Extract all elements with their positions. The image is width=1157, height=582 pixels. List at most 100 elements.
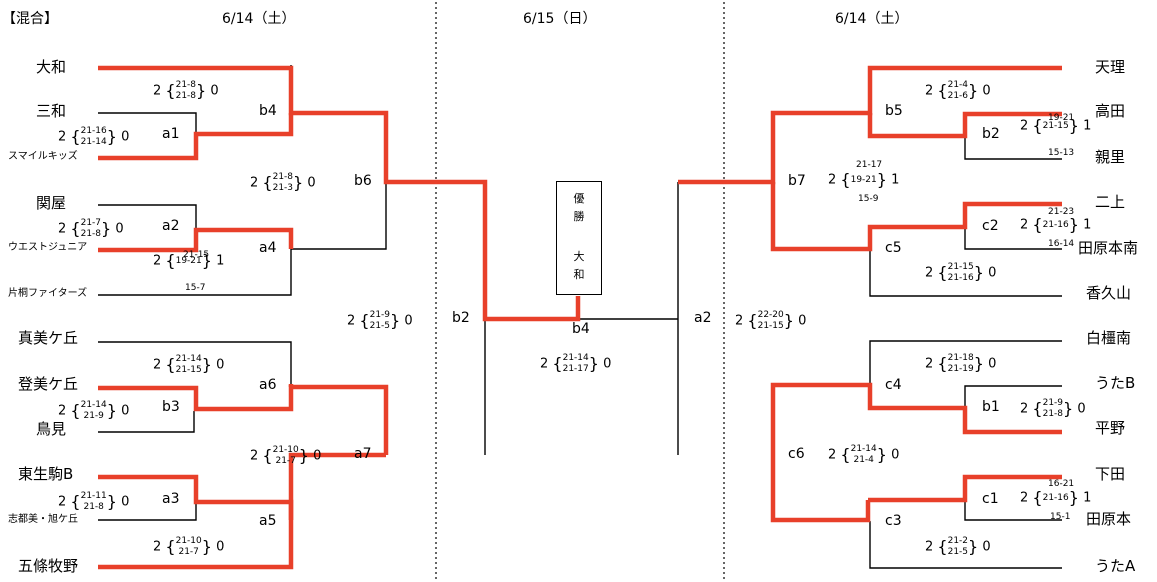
team-shinri: 親里: [1095, 148, 1126, 166]
match-c5: c5: [885, 240, 902, 256]
game-1: 21-14: [850, 444, 877, 454]
game-1: 22-20: [757, 310, 784, 320]
day-dividers: [435, 2, 725, 582]
match-c3: c3: [885, 513, 902, 529]
team-gojo: 五條牧野: [18, 557, 79, 575]
brace-close: }: [298, 446, 309, 465]
score-wins: 2: [1020, 401, 1029, 417]
match-b2-right: b2: [982, 126, 1000, 142]
team-higashi: 東生駒B: [18, 465, 74, 483]
game-1: 21-11: [80, 491, 107, 501]
match-a7: a7: [354, 446, 372, 462]
team-tomimi: 鳥見: [36, 420, 67, 438]
team-katagiri: 片桐ファイターズ: [8, 288, 88, 299]
game-2: 21-8: [83, 502, 104, 512]
score-a4: 21-15 2 {19-21} 1 15-7: [153, 250, 225, 293]
team-tomi: 登美ケ丘: [18, 375, 79, 393]
match-a6: a6: [259, 377, 277, 393]
game-2: 19-21: [850, 174, 877, 185]
brace-close: }: [201, 537, 212, 556]
match-b2: b2: [452, 310, 470, 326]
match-a4: a4: [259, 240, 277, 256]
match-b4: b4: [259, 103, 277, 119]
score-losses: 0: [313, 448, 322, 464]
score-losses: 0: [988, 265, 997, 281]
brace-open: {: [937, 81, 948, 100]
brace-close: }: [973, 263, 984, 282]
match-b1: b1: [982, 399, 1000, 415]
team-shirakashi: 白橿南: [1086, 329, 1132, 347]
game-1: 21-8: [175, 80, 197, 90]
score-wins: 2: [1020, 118, 1029, 134]
team-shitomi: 志都美・旭ケ丘: [8, 514, 78, 525]
score-wins: 2: [925, 356, 934, 372]
team-utaa: うたA: [1095, 557, 1136, 575]
game-2: 21-7: [178, 547, 199, 557]
team-kagu: 香久山: [1086, 284, 1132, 302]
day-label-left: 6/14（土）: [222, 11, 296, 27]
brace-open: {: [840, 170, 851, 189]
match-b6: b6: [354, 173, 372, 189]
score-losses: 0: [982, 83, 991, 99]
game-1: 21-4: [947, 80, 969, 90]
score-losses: 1: [891, 172, 900, 188]
brace-close: }: [201, 355, 212, 374]
game-1: 21-15: [183, 250, 210, 260]
game-1: 19-21: [1048, 113, 1075, 123]
match-a2-right: a2: [694, 310, 712, 326]
team-sanwa: 三和: [36, 102, 67, 120]
game-2: 21-3: [272, 183, 294, 193]
score-c2: 21-23 2 {21-16} 1 16-14: [1020, 207, 1091, 249]
score-wins: 2: [828, 172, 837, 188]
score-b7: 21-17 2 {19-21} 1 15-9: [828, 160, 900, 204]
team-tawaramoto: 田原本: [1086, 510, 1132, 528]
brace-open: {: [70, 127, 81, 146]
game-2: 19-21: [175, 255, 202, 266]
game-1: 21-10: [272, 445, 299, 455]
brace-open: {: [552, 354, 563, 373]
team-tawara-minami: 田原本南: [1078, 239, 1139, 257]
team-mami: 真美ケ丘: [18, 329, 79, 347]
score-losses: 0: [1077, 401, 1086, 417]
score-losses: 0: [121, 403, 130, 419]
score-losses: 1: [1083, 118, 1092, 134]
score-wins: 2: [828, 447, 837, 463]
champion-char-1: 優: [573, 192, 585, 205]
game-2: 21-8: [80, 229, 102, 239]
brace-open: {: [165, 251, 176, 270]
score-losses: 0: [121, 129, 130, 145]
match-a1: a1: [162, 126, 180, 142]
score-c1: 16-21 2 {21-16} 1 15-1: [1020, 479, 1091, 522]
brace-close: }: [1068, 215, 1079, 234]
game-2: 21-16: [947, 273, 974, 283]
game-1: 21-23: [1048, 207, 1075, 217]
score-wins: 2: [153, 83, 162, 99]
game-3: 16-14: [1048, 239, 1075, 249]
match-b4-final: b4: [572, 321, 590, 337]
brace-open: {: [1032, 488, 1043, 507]
score-losses: 0: [404, 313, 413, 329]
score-wins: 2: [58, 221, 67, 237]
brace-close: }: [106, 401, 117, 420]
game-2: 21-14: [80, 137, 107, 147]
day-label-center: 6/15（日）: [523, 11, 597, 27]
score-losses: 1: [216, 253, 225, 269]
brace-close: }: [196, 81, 207, 100]
game-2: 21-9: [83, 411, 104, 421]
